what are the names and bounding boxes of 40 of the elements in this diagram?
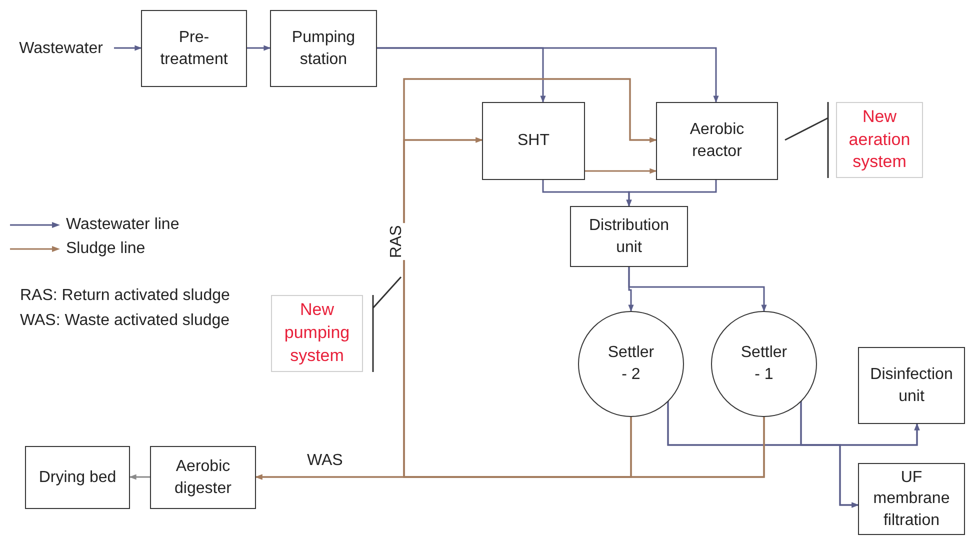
note-box [836, 102, 923, 178]
node-text: New pumping system [283, 299, 351, 367]
arrow [129, 474, 150, 480]
process-box [656, 102, 778, 180]
process-box [141, 10, 247, 87]
node-text: UF membrane filtration [872, 468, 951, 531]
arrow [114, 45, 142, 51]
note-text: WAS: Waste activated sludge [20, 312, 230, 330]
process-box [858, 463, 965, 535]
process-box [25, 446, 130, 509]
arrow [585, 168, 657, 174]
node-text: Aerobic reactor [688, 120, 746, 162]
process-box [270, 10, 377, 87]
leader-line [784, 101, 829, 179]
process-box [482, 102, 585, 180]
arrow [247, 45, 271, 51]
node-text: New aeration system [848, 106, 912, 174]
arrow [626, 180, 717, 207]
legend-text: Sludge line [66, 240, 146, 258]
node-text: SHT [518, 131, 550, 152]
node-text: Settler - 1 [740, 343, 788, 385]
leader-line [372, 276, 402, 373]
input-label: Wastewater [8, 36, 114, 62]
process-box [570, 206, 688, 267]
node-text: Drying bed [38, 468, 116, 488]
node-text: Settler - 2 [606, 343, 656, 385]
node-text: Pre-treatment [159, 28, 229, 70]
node-text: Distribution unit [588, 216, 670, 258]
note-box [271, 295, 363, 372]
node-text: Pumping station [290, 28, 356, 70]
node-text: Disinfection unit [869, 364, 954, 406]
edge-label: RAS [386, 223, 406, 260]
process-box [858, 347, 965, 424]
legend-text: Wastewater line [66, 216, 180, 234]
arrow [800, 401, 859, 508]
process-box [150, 446, 256, 509]
arrow [628, 267, 767, 312]
note-text: RAS: Return activated sludge [20, 287, 230, 305]
node-text: Aerobic digester [174, 456, 232, 498]
arrow [377, 47, 719, 103]
